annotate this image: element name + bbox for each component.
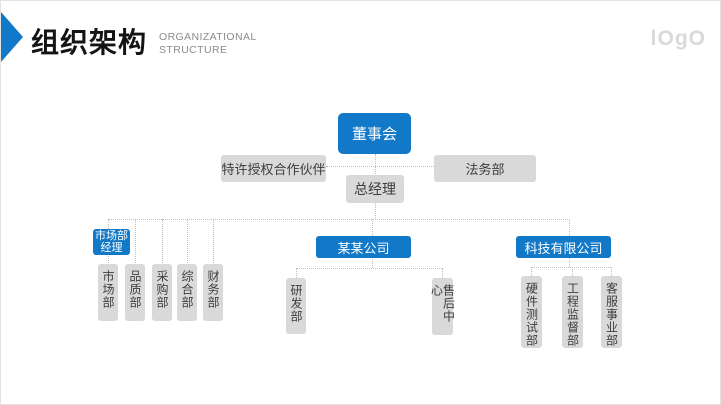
org-node-finance-dept: 财务部 — [203, 264, 223, 321]
connector-line — [162, 219, 163, 265]
dept-label: 工程监督部 — [565, 282, 580, 347]
org-node-board: 董事会 — [338, 113, 411, 154]
connector-line — [213, 219, 214, 265]
dept-label: 财务部 — [206, 270, 220, 309]
logo: lOgO — [650, 27, 706, 50]
connector-line — [531, 267, 532, 276]
org-node-market-dept: 市场部 — [98, 264, 118, 321]
org-node-engineering-supervision-dept: 工程监督部 — [562, 276, 583, 348]
org-node-franchise-partner: 特许授权合作伙伴 — [221, 155, 326, 182]
connector-line — [187, 219, 188, 265]
org-node-hardware-testing-dept: 硬件测试部 — [521, 276, 542, 348]
connector-line — [296, 268, 297, 278]
org-node-general-manager: 总经理 — [346, 175, 404, 203]
connector-line — [108, 219, 570, 220]
dept-label: 研发部 — [289, 284, 303, 323]
marketing-manager-line-1: 市场部 — [95, 230, 128, 242]
connector-line — [569, 219, 570, 236]
org-node-general-affairs-dept: 综合部 — [177, 264, 197, 321]
dept-label: 品质部 — [128, 270, 142, 309]
connector-line — [135, 219, 136, 265]
org-node-center-company: 某某公司 — [316, 236, 411, 258]
dept-label: 客服事业部 — [604, 282, 619, 347]
dept-label: 硬件测试部 — [524, 282, 539, 347]
org-node-rnd-dept: 研发部 — [286, 278, 306, 334]
dept-label: 售后中心 — [429, 284, 456, 323]
connector-line — [572, 267, 573, 276]
page-subtitle: ORGANIZATIONAL STRUCTURE — [159, 31, 257, 57]
org-node-purchasing-dept: 采购部 — [152, 264, 172, 321]
connector-line — [372, 219, 373, 236]
org-node-legal-dept: 法务部 — [434, 155, 536, 182]
title-accent-triangle-icon — [1, 12, 23, 62]
org-node-aftersales-center: 售后中心 — [429, 278, 456, 335]
connector-line — [611, 267, 612, 276]
connector-line — [326, 166, 434, 167]
org-node-quality-dept: 品质部 — [125, 264, 145, 321]
connector-line — [372, 257, 373, 268]
dept-label: 市场部 — [101, 270, 115, 309]
dept-label: 综合部 — [180, 270, 194, 309]
connector-line — [296, 268, 442, 269]
org-node-right-company: 科技有限公司 — [516, 236, 611, 258]
connector-line — [531, 267, 611, 268]
connector-line — [569, 257, 570, 267]
marketing-manager-line-2: 经理 — [100, 242, 123, 254]
dept-label: 采购部 — [155, 270, 169, 309]
org-node-customer-service-division: 客服事业部 — [601, 276, 622, 348]
subtitle-line-2: STRUCTURE — [159, 44, 228, 56]
org-node-marketing-manager: 市场部 经理 — [93, 229, 130, 255]
page-title: 组织架构 — [31, 27, 148, 58]
subtitle-line-1: ORGANIZATIONAL — [159, 31, 257, 43]
connector-line — [442, 268, 443, 278]
